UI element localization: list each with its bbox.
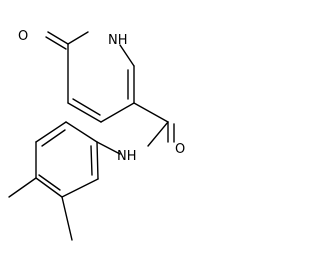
bond-c2-o [47, 31, 69, 45]
bond-n1-c6 [119, 44, 135, 67]
bond-ar1-ar2 [96, 141, 99, 180]
bond-ar5-ar6 [35, 121, 67, 143]
structure-diagram: O NH O NH [8, 29, 185, 241]
label-ketone-oxygen: O [18, 29, 28, 44]
bond-c5-camide [133, 102, 169, 123]
bond-c2-n1 [67, 31, 89, 45]
bond-c4-c3 [67, 102, 102, 123]
bond-c4-c3-double [72, 98, 101, 116]
bond-camide-n [147, 121, 169, 147]
bond-ar3-ar4-double [38, 174, 61, 191]
bond-ar1-ar2-double [90, 145, 93, 176]
bond-ar6-ar1 [65, 121, 98, 143]
label-amide-oxygen: O [175, 142, 185, 157]
bond-methyl-meta [8, 177, 37, 198]
bond-c2-o-double [45, 36, 67, 50]
bond-c5-c4 [100, 102, 135, 123]
bond-n-aryl [96, 141, 121, 155]
bond-ar2-ar3 [61, 178, 99, 198]
bond-ar3-ar4 [35, 177, 63, 198]
label-amide-nh: NH [117, 149, 137, 164]
bond-methyl-ortho [61, 196, 73, 241]
bond-ar5-ar6-double [41, 129, 66, 147]
label-ring-nh: NH [108, 33, 128, 48]
